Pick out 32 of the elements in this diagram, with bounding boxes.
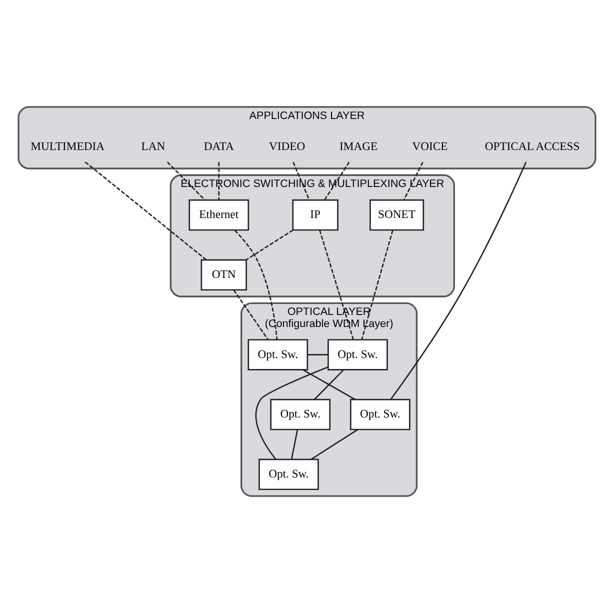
connector — [361, 230, 394, 340]
connector — [403, 162, 424, 200]
node-box: Ethernet — [188, 199, 250, 231]
connector — [390, 162, 527, 400]
node-text: MULTIMEDIA — [30, 140, 105, 153]
connector — [308, 354, 328, 356]
connector — [324, 162, 350, 200]
node-box: Opt. Sw. — [328, 339, 388, 370]
connector — [302, 369, 356, 400]
node-box: Opt. Sw. — [350, 398, 410, 430]
node-text: OPTICAL ACCESS — [484, 140, 580, 153]
node-box: OTN — [200, 259, 247, 291]
connector — [255, 366, 328, 460]
connector — [319, 230, 354, 340]
connector — [234, 230, 278, 340]
node-box: IP — [292, 199, 338, 231]
node-box: Opt. Sw. — [248, 339, 308, 370]
node-text: LAN — [141, 140, 166, 153]
node-box: Opt. Sw. — [270, 398, 331, 430]
connector — [314, 369, 344, 400]
connector — [84, 161, 207, 260]
node-text: VIDEO — [268, 140, 306, 153]
connector — [292, 162, 310, 200]
node-text: IMAGE — [339, 140, 378, 153]
connector — [310, 429, 358, 460]
node-box: Opt. Sw. — [258, 458, 319, 490]
node-text: VOICE — [412, 140, 448, 153]
connector — [246, 230, 294, 260]
node-text: DATA — [204, 140, 234, 153]
connector — [290, 430, 298, 460]
node-box: SONET — [370, 199, 424, 231]
connector — [233, 290, 269, 340]
